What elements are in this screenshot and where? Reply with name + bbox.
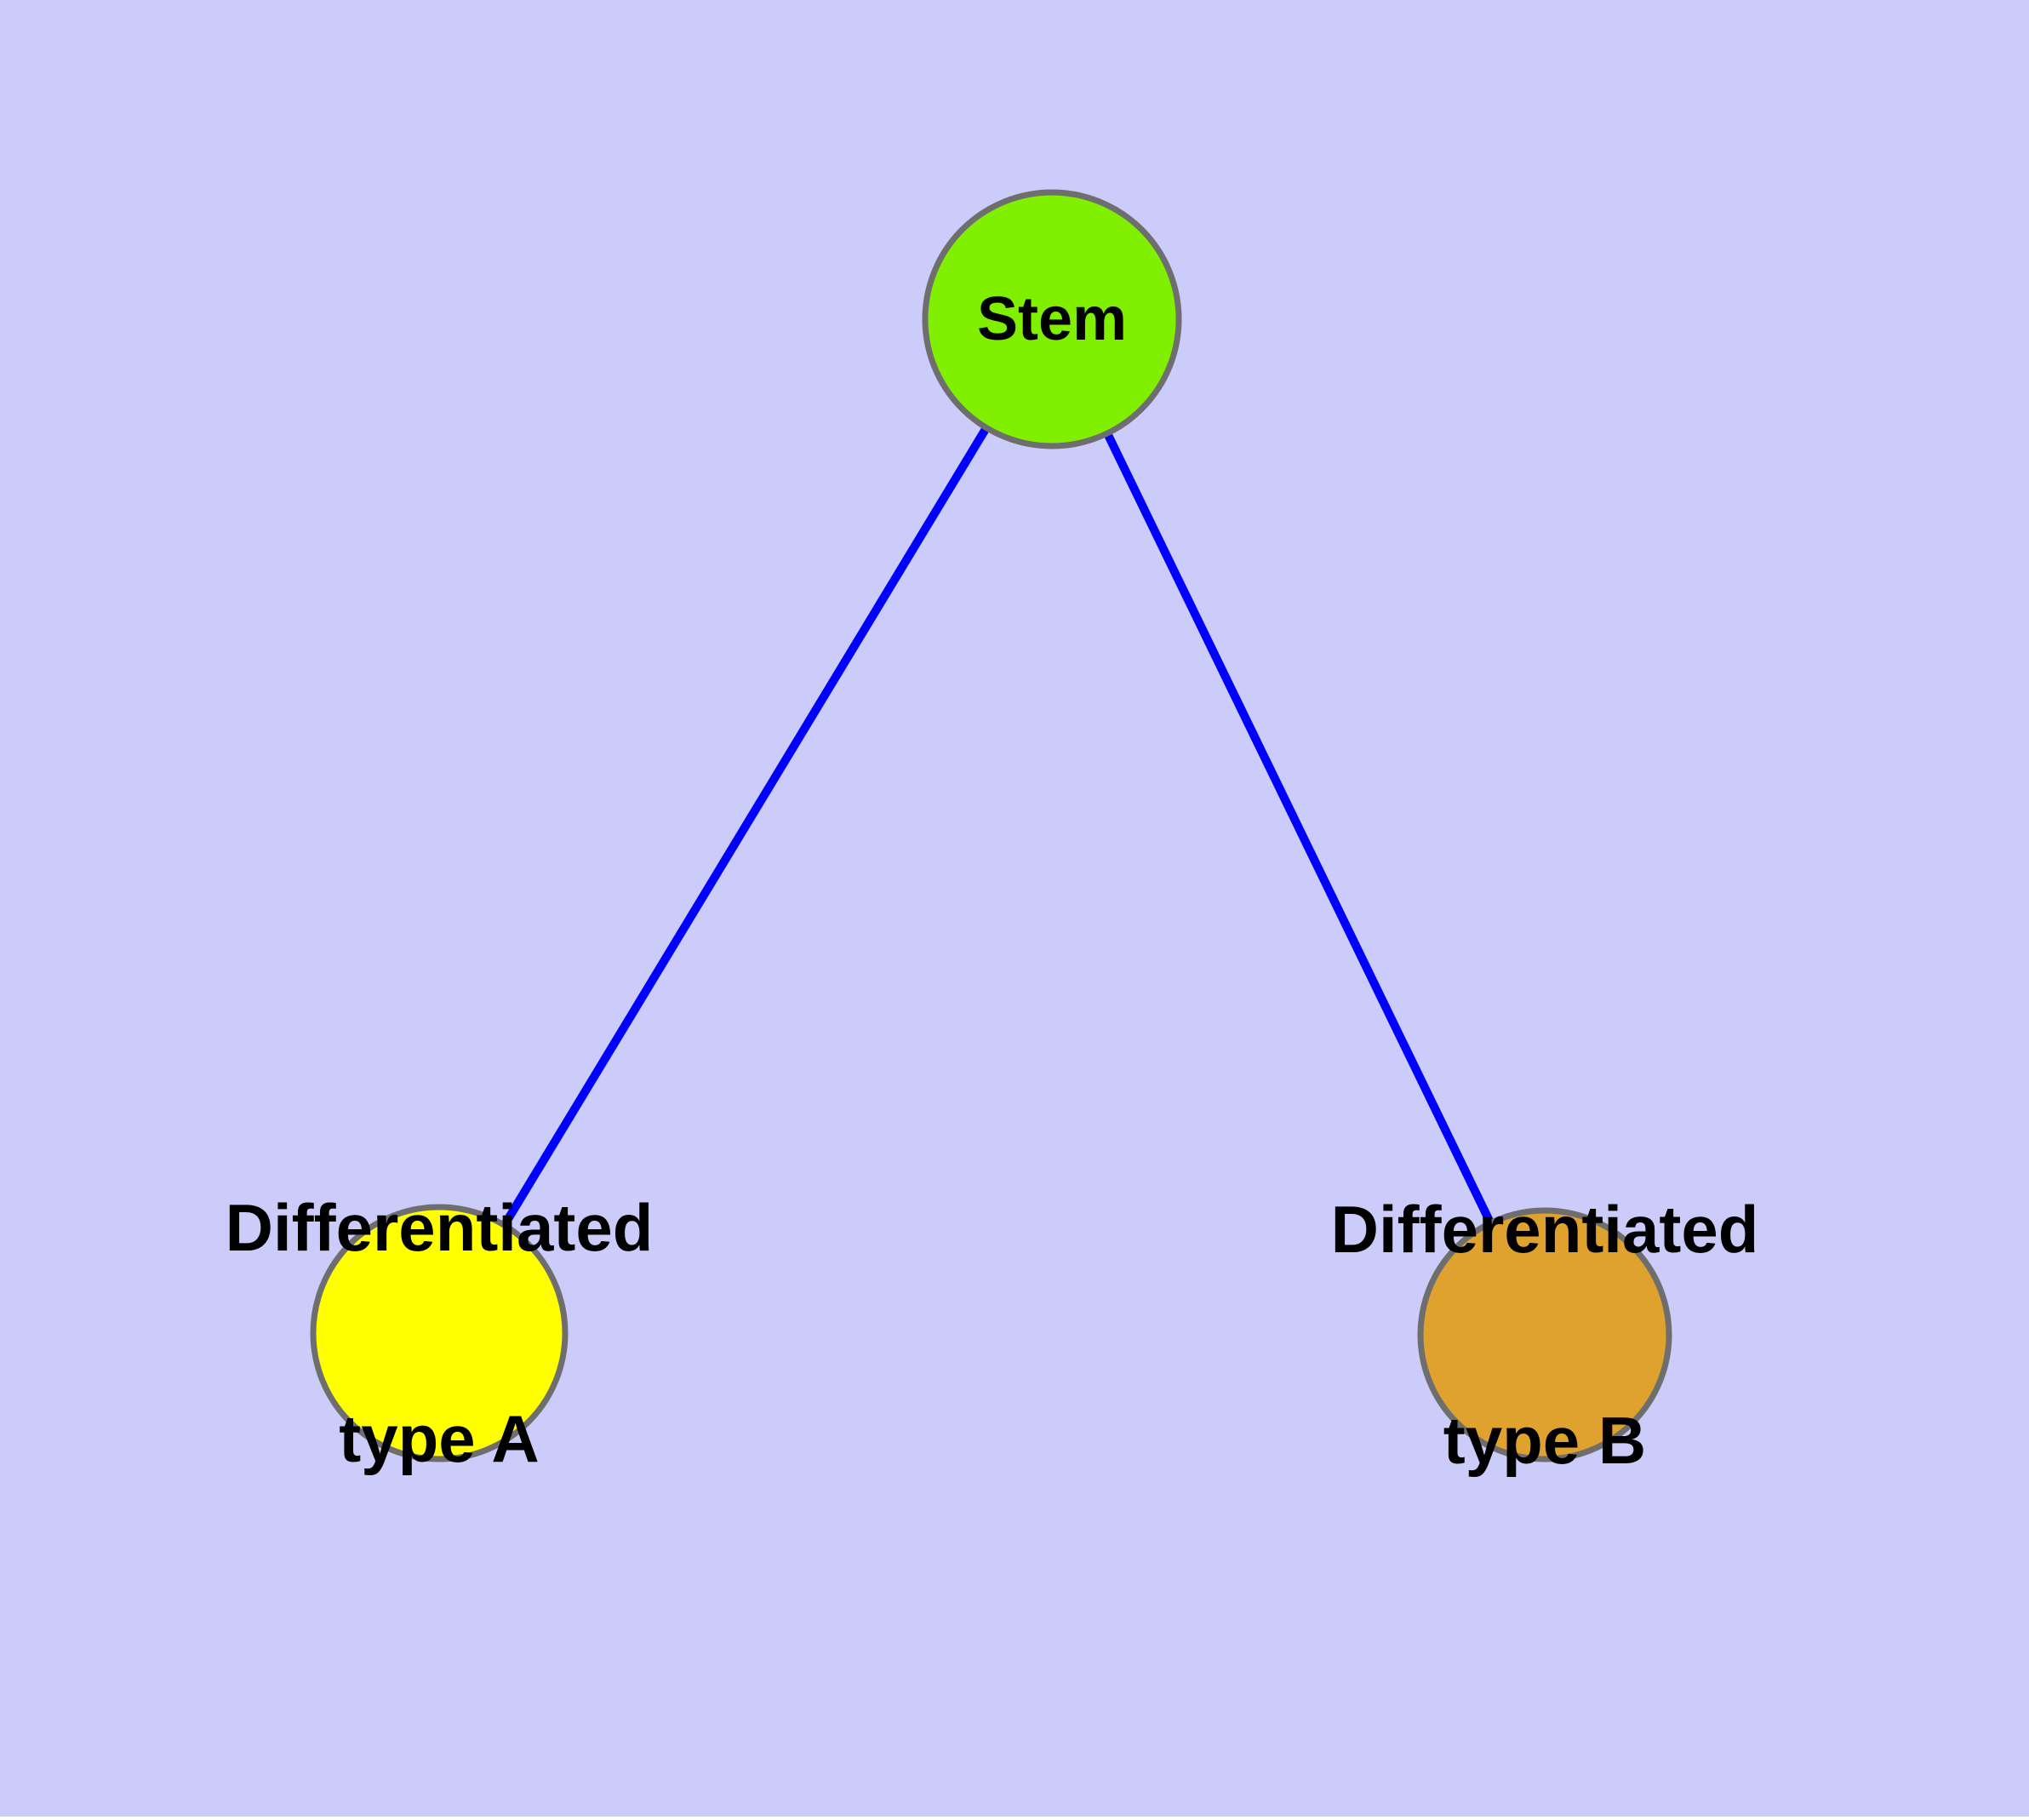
node-differentiated-type-a[interactable] bbox=[310, 1204, 569, 1462]
edge-layer bbox=[499, 423, 1496, 1230]
node-differentiated-type-b[interactable] bbox=[1417, 1207, 1672, 1462]
node-stem[interactable] bbox=[922, 189, 1182, 449]
edge-stem-to-differentiated-a[interactable] bbox=[499, 423, 992, 1230]
edge-stem-to-differentiated-b[interactable] bbox=[1102, 429, 1496, 1228]
node-layer bbox=[310, 189, 1672, 1462]
bottom-white-strip bbox=[0, 1817, 2029, 1820]
